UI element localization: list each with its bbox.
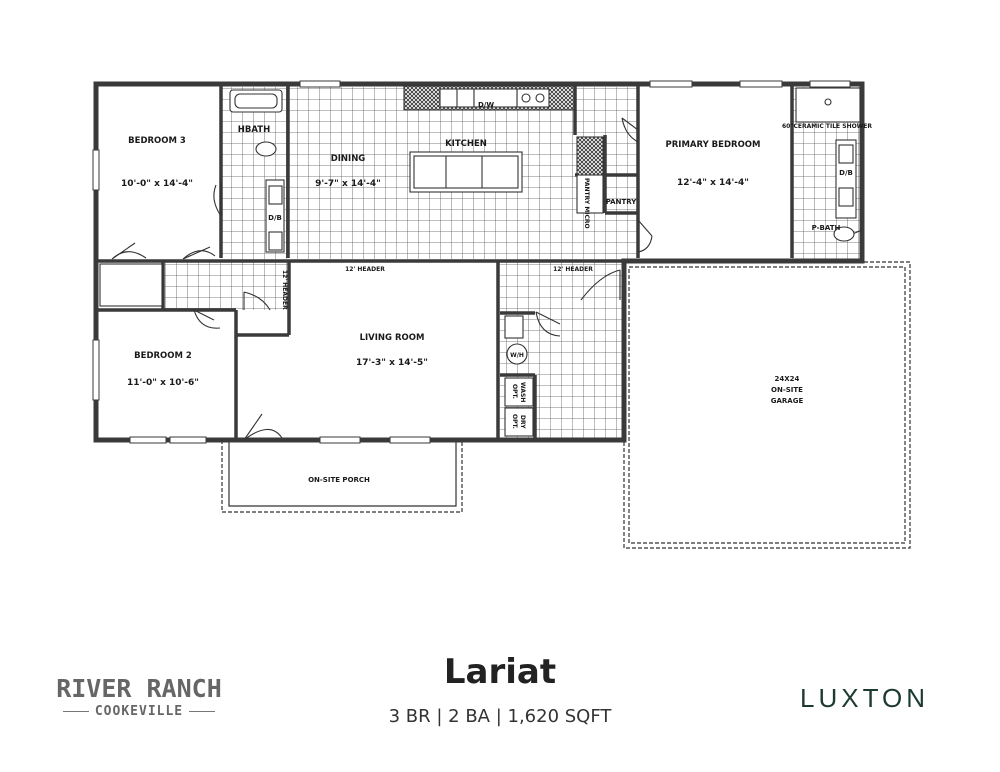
pantry-label: PANTRY [606, 198, 638, 206]
luxton-wordmark: LUXTON [800, 683, 929, 713]
garage-size: 24X24 [775, 375, 800, 383]
header-utility: 12' HEADER [553, 266, 593, 273]
windows [92, 80, 851, 444]
kitchen-name: KITCHEN [445, 139, 487, 149]
logo-divider-left [62, 710, 89, 713]
luxton-logo: LUXTON [800, 683, 929, 714]
living-room-name: LIVING ROOM [360, 333, 425, 343]
hbath-name: HBATH [238, 125, 270, 135]
logo-cookeville-row: COOKEVILLE [46, 704, 232, 719]
porch-outline [221, 440, 463, 513]
bedroom2-name: BEDROOM 2 [134, 351, 192, 361]
floor-plan: BEDROOM 3 10'-0" x 14'-4" HBATH DINING 9… [92, 80, 911, 549]
opt-dry-line1: OPT. [511, 414, 518, 429]
doors [111, 117, 863, 441]
garage-outline [623, 261, 911, 549]
dishwasher-label: D/W [478, 101, 494, 109]
fixture-labels: D/W D/B D/B PANTRY MICRO PANTRY 60"CERAM… [268, 101, 872, 429]
bedroom2-dims: 11'-0" x 10'-6" [127, 378, 199, 388]
dining-name: DINING [331, 154, 366, 164]
logo-divider-right [189, 710, 216, 713]
logo-cookeville: COOKEVILLE [94, 704, 184, 719]
porch-name: ON-SITE PORCH [308, 476, 370, 484]
hbath-db-label: D/B [268, 214, 282, 222]
header-living: 12' HEADER [345, 266, 385, 273]
living-room-dims: 17'-3" x 14'-5" [356, 358, 428, 368]
dining-dims: 9'-7" x 14'-4" [315, 179, 381, 189]
garage-onsite: ON-SITE [771, 386, 803, 394]
fixtures [99, 85, 861, 437]
logo-river-ranch: RIVER RANCH [56, 674, 222, 703]
header-hall: 12' HEADER [281, 270, 288, 310]
plan-title: Lariat [443, 652, 557, 692]
garage-name: GARAGE [771, 397, 804, 405]
pantry-micro-label: PANTRY MICRO [583, 178, 590, 229]
opt-wash-line1: OPT. [511, 384, 518, 399]
shower-label: 60"CERAMIC TILE SHOWER [782, 123, 872, 130]
river-ranch-logo: RIVER RANCH COOKEVILLE [46, 674, 232, 719]
interior-walls [96, 86, 794, 440]
water-heater-label: W/H [510, 352, 524, 359]
pbath-name: P-BATH [812, 224, 841, 232]
bedroom3-dims: 10'-0" x 14'-4" [121, 179, 193, 189]
primary-bedroom-name: PRIMARY BEDROOM [666, 140, 761, 150]
pbath-db-label: D/B [839, 169, 853, 177]
bedroom3-name: BEDROOM 3 [128, 136, 186, 146]
opt-wash-line2: WASH [519, 382, 526, 402]
opt-dry-line2: DRY [519, 415, 526, 429]
room-labels: BEDROOM 3 10'-0" x 14'-4" HBATH DINING 9… [121, 125, 841, 484]
primary-bedroom-dims: 12'-4" x 14'-4" [677, 178, 749, 188]
plan-specs: 3 BR | 2 BA | 1,620 SQFT [388, 706, 612, 727]
